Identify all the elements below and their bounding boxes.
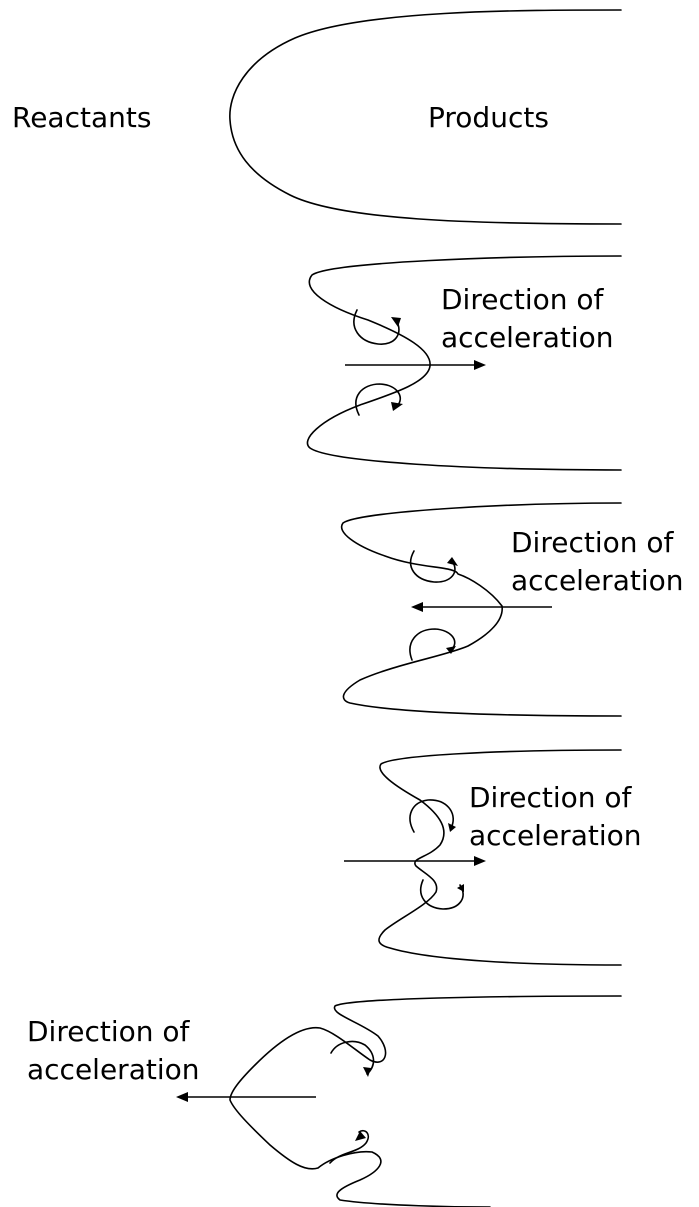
panel-acceleration-left: Direction of acceleration xyxy=(342,503,684,716)
panel-unperturbed-front: Reactants Products xyxy=(12,10,621,224)
flame-front-curve xyxy=(230,996,621,1207)
direction-label-line1: Direction of xyxy=(27,1015,191,1048)
acceleration-arrowhead xyxy=(176,1092,188,1102)
panel-acceleration-right-1: Direction of acceleration xyxy=(307,256,621,470)
direction-label-line2: acceleration xyxy=(511,564,683,597)
panel-acceleration-left-deformed: Direction of acceleration xyxy=(27,996,621,1207)
acceleration-arrowhead xyxy=(411,602,423,612)
products-label: Products xyxy=(428,101,549,134)
vortex-upper xyxy=(410,800,453,832)
flame-front-curve xyxy=(230,10,621,224)
reactants-label: Reactants xyxy=(12,101,151,134)
vortex-upper-arrowhead xyxy=(391,317,401,327)
direction-label-line1: Direction of xyxy=(441,283,605,316)
vortex-upper xyxy=(354,310,399,344)
direction-label-line1: Direction of xyxy=(511,526,675,559)
vortex-lower-arrowhead xyxy=(355,1131,366,1141)
direction-label-line1: Direction of xyxy=(469,781,633,814)
acceleration-arrowhead xyxy=(474,856,486,866)
panel-acceleration-right-2: Direction of acceleration xyxy=(344,750,641,965)
vortex-lower xyxy=(421,880,463,909)
acceleration-arrowhead xyxy=(474,360,486,370)
direction-label-line2: acceleration xyxy=(469,819,641,852)
vortex-lower-arrowhead xyxy=(391,402,403,411)
vortex-upper-arrowhead xyxy=(447,557,458,566)
direction-label-line2: acceleration xyxy=(27,1053,199,1086)
direction-label-line2: acceleration xyxy=(441,321,613,354)
vortex-lower xyxy=(410,629,455,660)
